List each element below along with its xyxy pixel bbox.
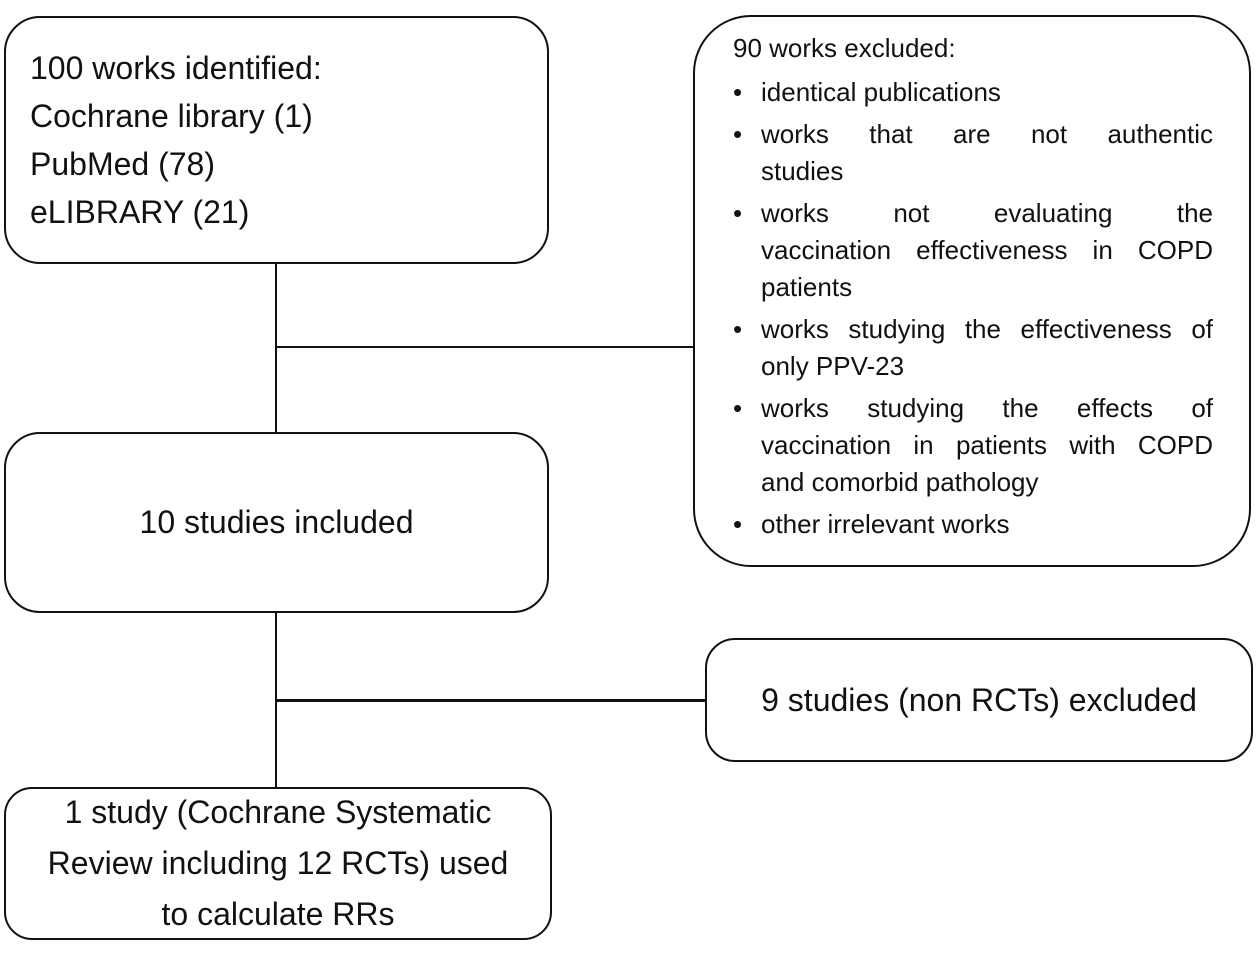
- list-item: • works studying the effectiveness of on…: [733, 311, 1213, 385]
- connector-branch-to-excluded: [276, 345, 694, 348]
- list-item: • works that are not authentic studies: [733, 116, 1213, 190]
- bullet-line: works studying the effects of: [761, 393, 1213, 423]
- excluded-box-title: 90 works excluded:: [733, 33, 956, 63]
- non-rct-excluded-box: 9 studies (non RCTs) excluded: [705, 638, 1253, 762]
- identified-line: PubMed (78): [30, 146, 215, 182]
- bullet-icon: •: [733, 314, 743, 344]
- included-box: 10 studies included: [4, 432, 549, 613]
- bullet-line: vaccination in patients with COPD: [761, 430, 1213, 460]
- bullet-line: vaccination effectiveness in COPD: [761, 235, 1213, 265]
- included-box-text: 10 studies included: [139, 504, 414, 540]
- bullet-icon: •: [733, 119, 743, 149]
- list-item: • works studying the effects of vaccinat…: [733, 390, 1213, 501]
- final-study-box: 1 study (Cochrane Systematic Review incl…: [4, 787, 552, 940]
- bullet-line: patients: [761, 272, 853, 302]
- bullet-line: only PPV-23: [761, 351, 905, 381]
- bullet-icon: •: [733, 77, 743, 107]
- list-item: • works not evaluating the vaccination e…: [733, 195, 1213, 306]
- bullet-line: works not evaluating the: [761, 198, 1213, 228]
- bullet-icon: •: [733, 509, 743, 539]
- identified-line: Cochrane library (1): [30, 98, 313, 134]
- identified-line: 100 works identified:: [30, 50, 322, 86]
- final-box-line: 1 study (Cochrane Systematic: [64, 794, 492, 830]
- bullet-line: and comorbid pathology: [761, 467, 1039, 497]
- bullet-line: works studying the effectiveness of: [761, 314, 1213, 344]
- final-box-line: Review including 12 RCTs) used: [47, 845, 509, 881]
- identified-box: 100 works identified: Cochrane library (…: [4, 16, 549, 264]
- identified-line: eLIBRARY (21): [30, 194, 250, 230]
- bullet-line: identical publications: [761, 77, 1001, 107]
- excluded-box: 90 works excluded: • identical publicati…: [693, 15, 1251, 567]
- connector-branch-to-non-rct: [276, 699, 706, 702]
- bullet-line: other irrelevant works: [761, 509, 1010, 539]
- non-rct-box-text: 9 studies (non RCTs) excluded: [761, 681, 1197, 718]
- list-item: • other irrelevant works: [733, 506, 1213, 543]
- connector-identified-to-included: [274, 264, 277, 432]
- bullet-icon: •: [733, 393, 743, 423]
- connector-included-to-final: [274, 613, 277, 787]
- bullet-icon: •: [733, 198, 743, 228]
- final-box-line: to calculate RRs: [161, 896, 395, 932]
- bullet-line: works that are not authentic: [761, 119, 1213, 149]
- bullet-line: studies: [761, 156, 844, 186]
- excluded-reasons-list: • identical publications • works that ar…: [733, 74, 1213, 543]
- list-item: • identical publications: [733, 74, 1213, 111]
